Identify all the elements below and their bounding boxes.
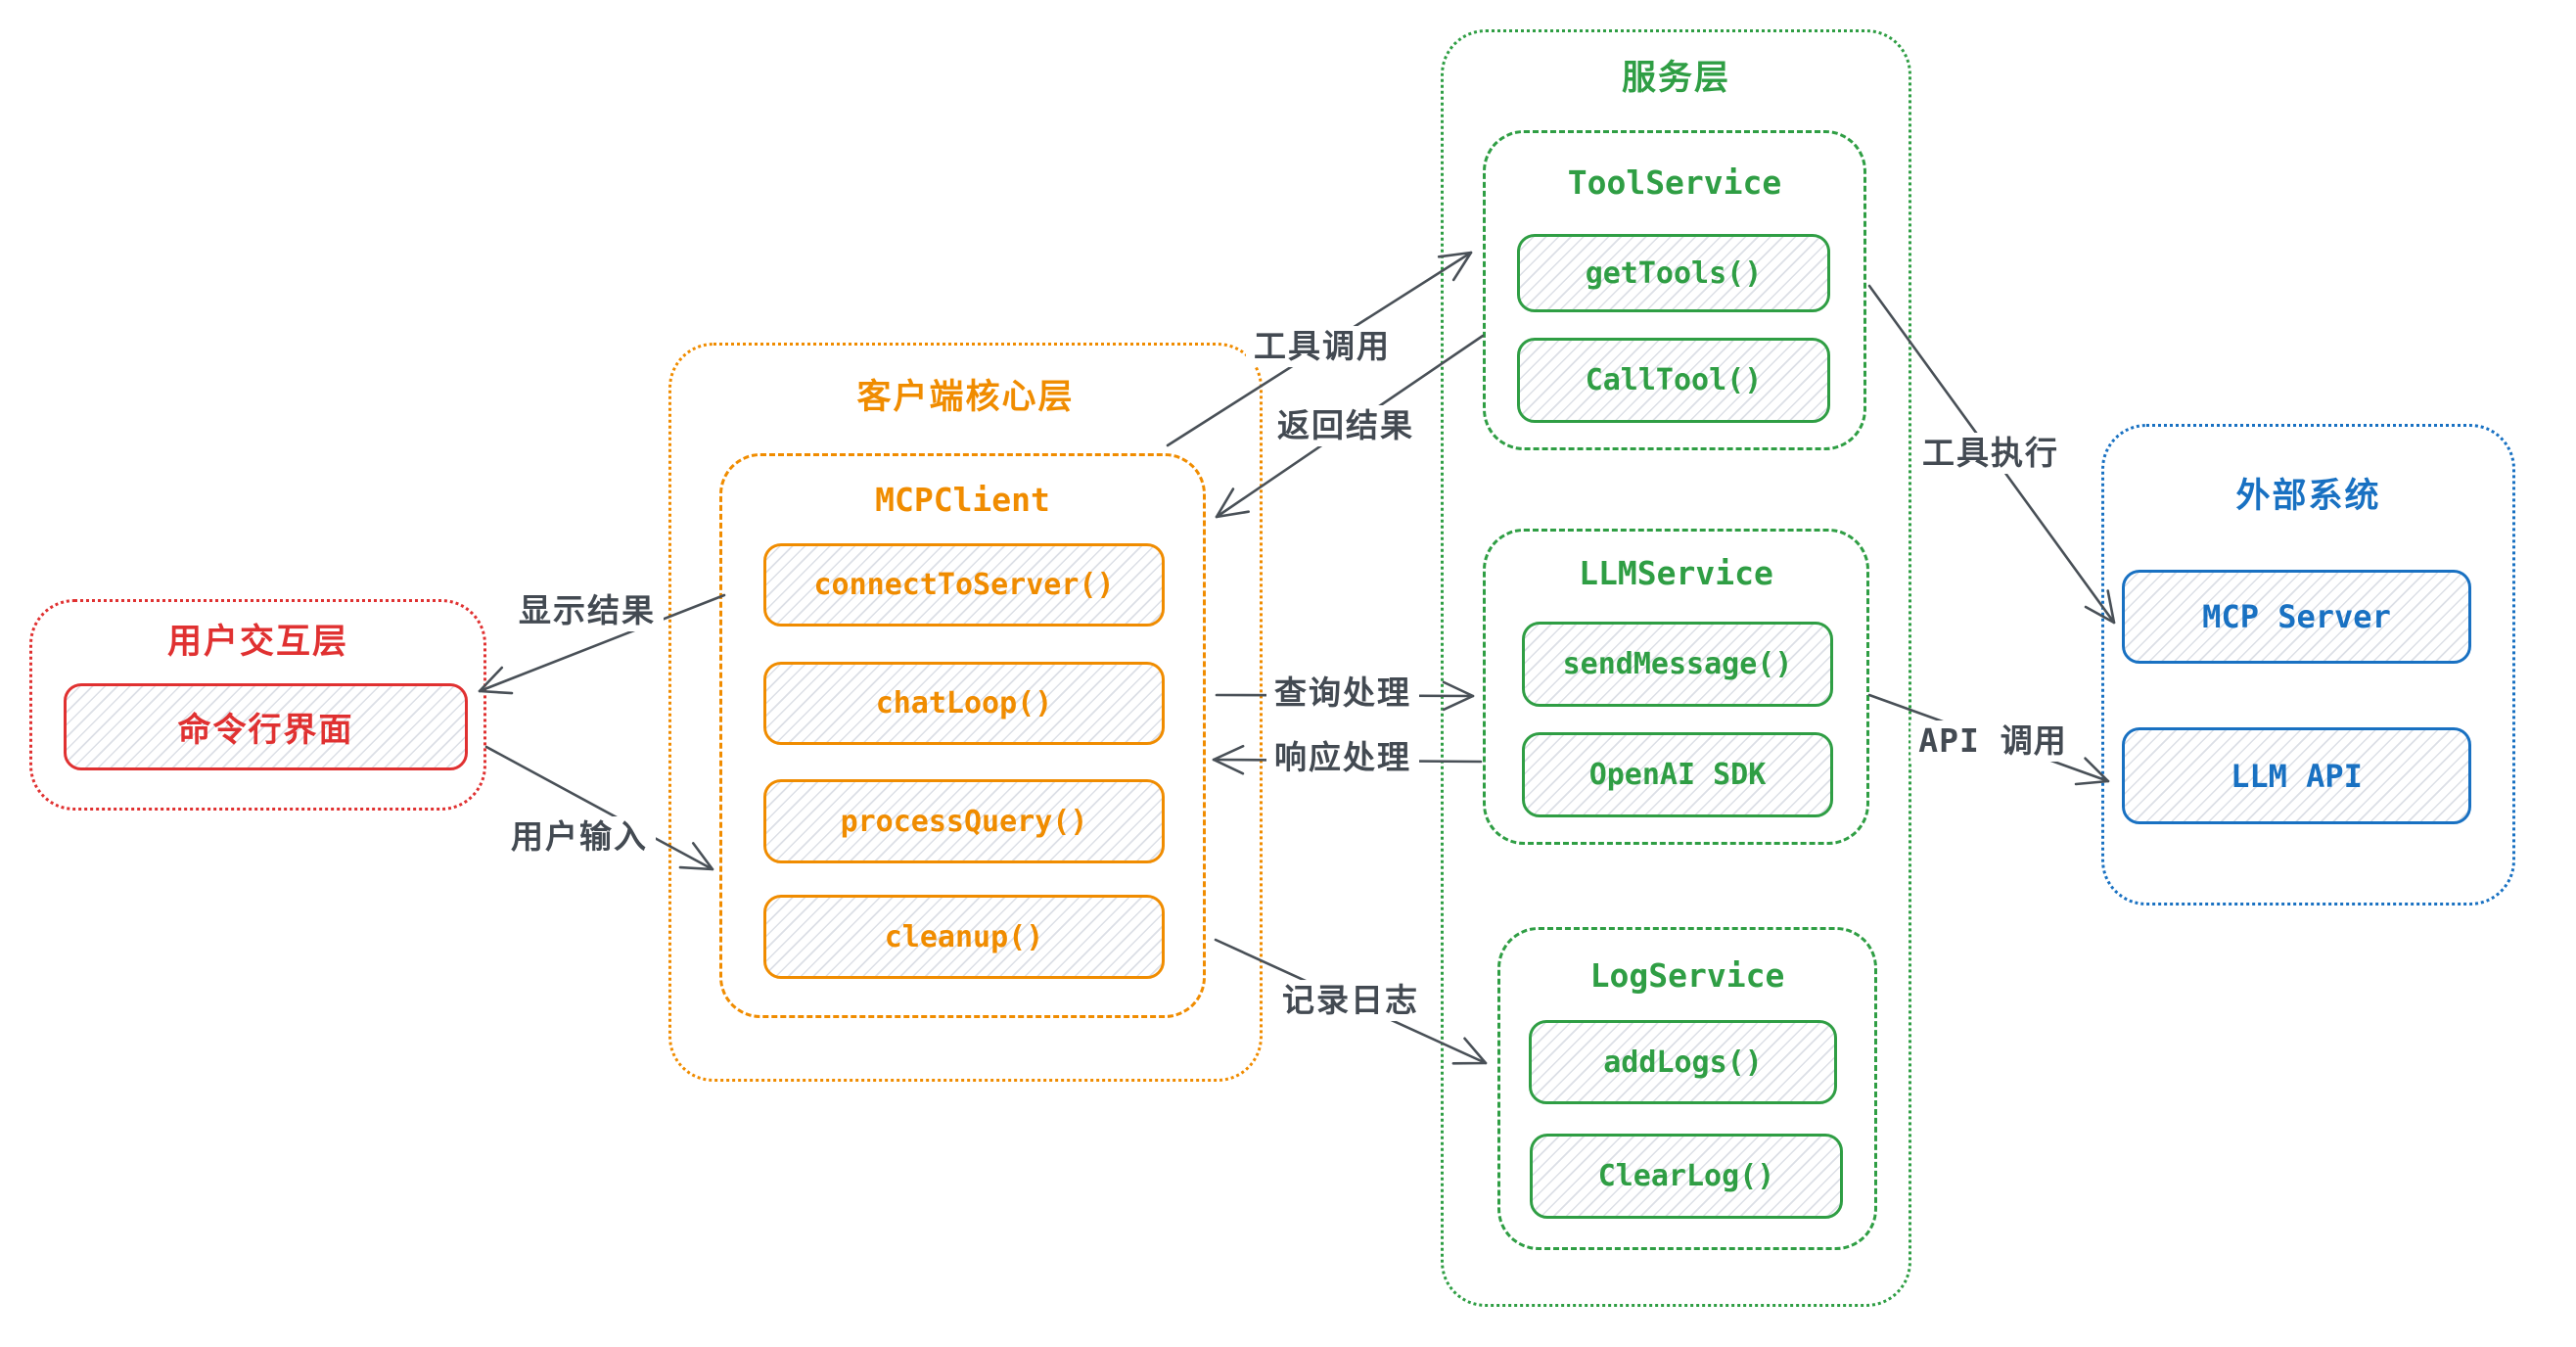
node-cli-label: 命令行界面 xyxy=(177,711,354,750)
node-process-query-label: processQuery() xyxy=(840,804,1088,839)
arrow-label-log-recording: 记录日志 xyxy=(1274,980,1427,1021)
group-tool-service: ToolService xyxy=(1483,130,1866,450)
layer-service-title: 服务层 xyxy=(1621,59,1730,98)
node-clear-log-label: ClearLog() xyxy=(1597,1159,1775,1193)
layer-user-interaction-title: 用户交互层 xyxy=(166,623,348,662)
node-connect-to-server: connectToServer() xyxy=(763,543,1165,627)
arrow-label-tool-execution: 工具执行 xyxy=(1914,433,2067,474)
node-send-message-label: sendMessage() xyxy=(1562,647,1793,681)
arrow-label-response-processing: 响应处理 xyxy=(1266,737,1419,778)
group-mcp-client: MCPClient xyxy=(719,453,1206,1018)
node-process-query: processQuery() xyxy=(763,779,1165,863)
node-send-message: sendMessage() xyxy=(1522,622,1833,707)
layer-client-core: 客户端核心层 xyxy=(668,343,1263,1082)
node-mcp-server-label: MCP Server xyxy=(2202,598,2391,635)
node-add-logs: addLogs() xyxy=(1529,1020,1837,1104)
group-llm-service-title: LLMService xyxy=(1579,554,1773,592)
node-get-tools: getTools() xyxy=(1517,234,1830,312)
arrow-label-user-input: 用户输入 xyxy=(503,816,656,858)
group-tool-service-title: ToolService xyxy=(1567,163,1782,202)
node-add-logs-label: addLogs() xyxy=(1603,1045,1763,1080)
node-openai-sdk-label: OpenAI SDK xyxy=(1588,758,1767,792)
layer-external-systems-title: 外部系统 xyxy=(2235,477,2381,516)
node-call-tool-label: CallTool() xyxy=(1585,363,1763,397)
node-connect-to-server-label: connectToServer() xyxy=(813,568,1115,602)
node-cleanup: cleanup() xyxy=(763,895,1165,979)
node-llm-api: LLM API xyxy=(2122,727,2471,824)
node-chat-loop: chatLoop() xyxy=(763,662,1165,745)
layer-client-core-title: 客户端核心层 xyxy=(856,378,1075,417)
arrow-label-display-result: 显示结果 xyxy=(511,590,664,631)
layer-external-systems: 外部系统 xyxy=(2101,424,2515,906)
group-llm-service: LLMService xyxy=(1483,529,1869,845)
arrow-label-api-call: API 调用 xyxy=(1910,720,2075,762)
group-log-service: LogService xyxy=(1497,927,1877,1250)
layer-service: 服务层 xyxy=(1441,29,1911,1307)
group-log-service-title: LogService xyxy=(1589,956,1785,995)
node-cli: 命令行界面 xyxy=(64,683,468,770)
node-call-tool: CallTool() xyxy=(1517,338,1830,423)
node-openai-sdk: OpenAI SDK xyxy=(1522,732,1833,817)
node-clear-log: ClearLog() xyxy=(1530,1134,1843,1219)
node-chat-loop-label: chatLoop() xyxy=(875,686,1053,720)
arrow-label-query-processing: 查询处理 xyxy=(1266,673,1419,714)
node-cleanup-label: cleanup() xyxy=(884,919,1044,954)
arrow-label-tool-call: 工具调用 xyxy=(1246,326,1399,367)
node-get-tools-label: getTools() xyxy=(1585,255,1763,291)
node-llm-api-label: LLM API xyxy=(2231,757,2363,795)
layer-user-interaction: 用户交互层 xyxy=(29,599,486,811)
node-mcp-server: MCP Server xyxy=(2122,570,2471,664)
arrow-label-return-result: 返回结果 xyxy=(1269,405,1422,446)
group-mcp-client-title: MCPClient xyxy=(875,481,1050,519)
